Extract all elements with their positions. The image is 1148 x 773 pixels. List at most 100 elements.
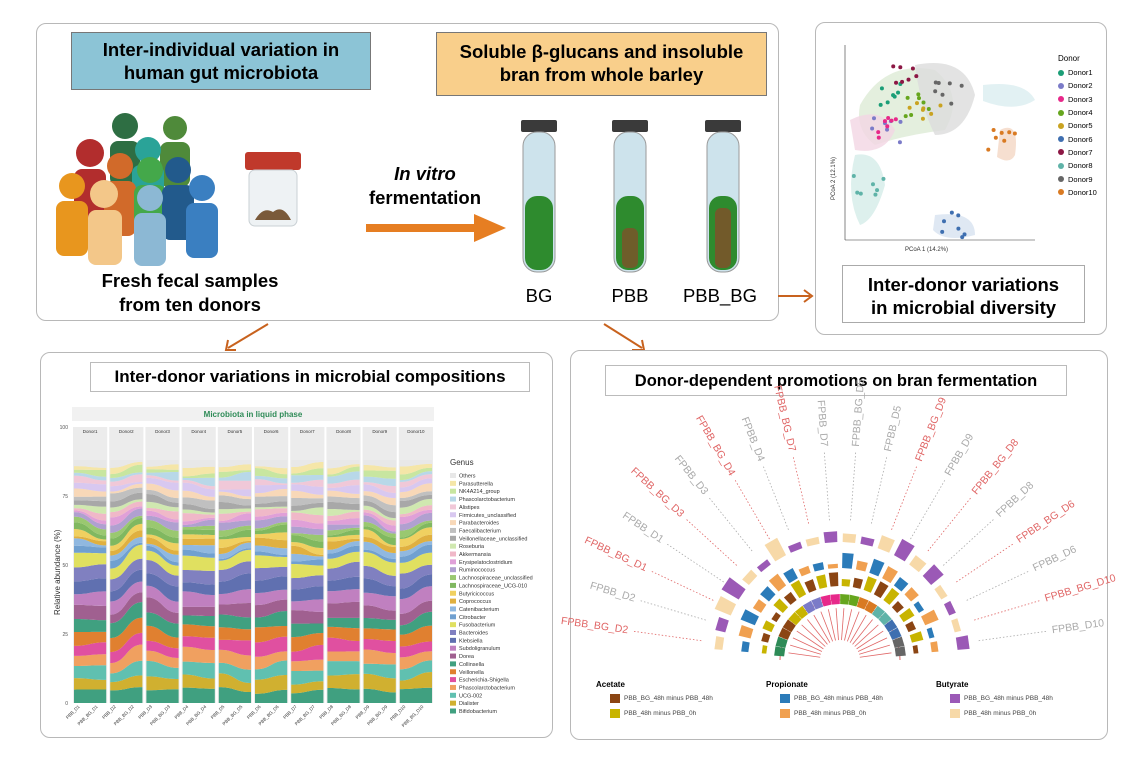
pcoa-point — [1012, 131, 1017, 136]
tip-label: FPBB_D10 — [1051, 617, 1105, 636]
genus-band — [74, 504, 107, 514]
genus-band — [74, 564, 107, 582]
person-icon — [56, 173, 88, 256]
genus-legend-label: Parabacteroides — [459, 521, 499, 527]
genus-band — [74, 545, 107, 554]
genus-band — [399, 522, 432, 540]
genus-band — [218, 513, 251, 523]
genus-band — [291, 526, 324, 535]
svg-text:PCoA 2 (12.1%): PCoA 2 (12.1%) — [831, 157, 837, 200]
sample-jar-icon — [245, 152, 301, 227]
genus-band — [399, 478, 432, 493]
genus-band — [110, 461, 143, 475]
scfa-bar — [764, 537, 787, 562]
scfa-bar — [740, 609, 759, 626]
genus-band — [74, 475, 107, 485]
scfa-bar — [823, 531, 838, 543]
legend-swatch-icon — [450, 708, 456, 714]
genus-band — [182, 490, 215, 501]
scfa-bar — [955, 635, 970, 650]
genus-band — [74, 460, 107, 468]
x-tick-label: PBB_D8 — [318, 704, 334, 720]
genus-legend-label: Coprococcus — [459, 599, 491, 605]
genus-band — [327, 460, 360, 469]
genus-band — [327, 490, 360, 499]
promotion-legend-title: Acetate — [596, 680, 625, 689]
pcoa-legend-item: Donor5 — [1058, 119, 1097, 132]
genus-band — [182, 661, 215, 679]
tube-pbb-icon — [612, 120, 648, 273]
genus-legend-label: Catenibacterium — [459, 607, 499, 613]
genus-band — [399, 505, 432, 517]
genus-band — [363, 476, 396, 486]
genus-band — [146, 550, 179, 576]
donor-ring-tile — [892, 636, 905, 648]
pcoa-legend-label: Donor6 — [1068, 134, 1093, 144]
genus-band — [399, 483, 432, 498]
genus-band — [182, 555, 215, 571]
tree-branch — [792, 637, 823, 652]
genus-band — [74, 578, 107, 595]
genus-band — [327, 674, 360, 690]
genus-band — [74, 604, 107, 621]
genus-band — [363, 500, 396, 519]
tube-label-pbb-bg: PBB_BG — [682, 285, 758, 306]
scfa-bar — [761, 632, 771, 643]
tree-branch — [801, 624, 826, 647]
genus-band — [291, 623, 324, 638]
genus-band — [182, 615, 215, 627]
composition-chart: Microbiota in liquid phase Relative abun… — [53, 407, 533, 728]
genus-band — [291, 599, 324, 612]
genus-band — [110, 660, 143, 683]
pcoa-point — [885, 127, 890, 132]
legend-swatch-icon — [450, 582, 456, 588]
genus-band — [182, 460, 215, 469]
scfa-bar — [828, 572, 839, 587]
genus-band — [146, 477, 179, 491]
genus-band — [218, 614, 251, 630]
genus-band — [363, 628, 396, 642]
pcoa-legend-item: Donor6 — [1058, 132, 1097, 145]
genus-band — [110, 460, 143, 468]
genus-band — [146, 489, 179, 503]
scfa-bar — [804, 579, 817, 593]
genus-band — [74, 528, 107, 542]
scfa-bar — [893, 538, 915, 562]
genus-band — [110, 544, 143, 580]
scfa-bar — [943, 600, 956, 616]
genus-band — [255, 512, 288, 521]
scfa-bar — [899, 607, 915, 623]
genus-band — [146, 472, 179, 481]
genus-band — [218, 480, 251, 490]
genus-band — [110, 558, 143, 592]
legend-swatch-icon — [610, 694, 620, 703]
genus-band — [146, 475, 179, 483]
genus-band — [74, 552, 107, 568]
genus-band — [74, 522, 107, 540]
tip-label: FPBB_D8 — [994, 479, 1037, 519]
pcoa-point — [914, 74, 919, 79]
pcoa-point — [962, 232, 967, 237]
genus-band — [291, 541, 324, 555]
genus-band — [399, 600, 432, 626]
facet-label: Donor10 — [407, 429, 425, 434]
genus-legend-label: Alistipes — [459, 505, 480, 511]
pcoa-point — [933, 89, 938, 94]
scfa-bar — [741, 641, 750, 653]
genus-band — [110, 581, 143, 615]
pcoa-point — [875, 188, 880, 193]
x-tick-label: PBB_D9 — [355, 704, 371, 720]
genus-band — [255, 636, 288, 657]
genus-band — [146, 464, 179, 470]
genus-band — [218, 649, 251, 670]
facet-label: Donor6 — [264, 429, 279, 434]
composition-legend-title: Genus — [450, 458, 474, 467]
genus-band — [110, 537, 143, 561]
tip-label: FPBB_BG_D6 — [1014, 498, 1077, 546]
genus-band — [255, 610, 288, 628]
genus-band — [291, 553, 324, 562]
genus-band — [363, 605, 396, 620]
promotion-legend-label: PBB_BG_48h minus PBB_48h — [964, 695, 1053, 702]
scfa-bar — [762, 620, 775, 633]
